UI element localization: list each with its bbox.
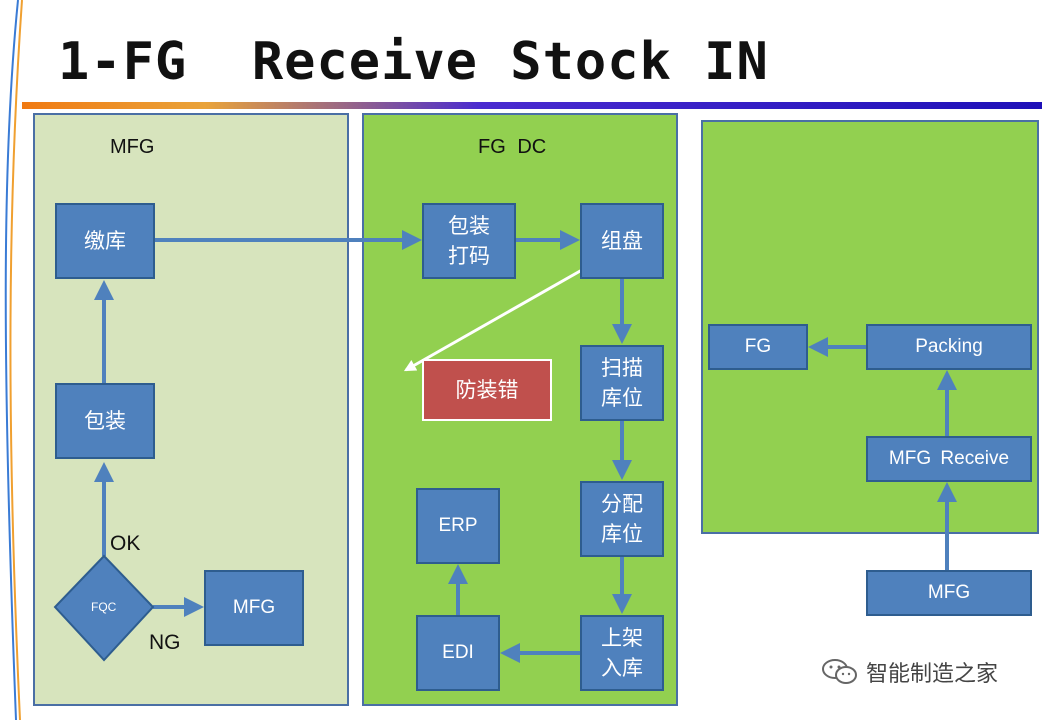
panel-mfg-label: MFG — [110, 136, 155, 158]
wechat-icon — [822, 659, 857, 684]
decorative-side-swoosh — [4, 0, 23, 720]
node-baozhuang: 包装 — [55, 383, 155, 459]
node-baozhuang-dama: 包装 打码 — [422, 203, 516, 279]
watermark-text: 智能制造之家 — [866, 662, 999, 687]
fqc-diamond — [53, 554, 155, 662]
panel-fgdc-label: FG DC — [478, 136, 547, 158]
node-shangjia-ruku: 上架 入库 — [580, 615, 664, 691]
node-jiaoku: 缴库 — [55, 203, 155, 279]
node-fangzhuangcuo: 防装错 — [422, 359, 552, 421]
condition-ng: NG — [149, 631, 181, 654]
arrow-zupan-to-fangzhuangcuo — [403, 260, 597, 372]
node-edi: EDI — [416, 615, 500, 691]
node-zupan: 组盘 — [580, 203, 664, 279]
watermark: 智能制造之家 — [820, 656, 998, 688]
node-right-mfg-receive: MFG Receive — [866, 436, 1032, 482]
node-right-mfg: MFG — [866, 570, 1032, 616]
node-fenpei-kuwei: 分配 库位 — [580, 481, 664, 557]
slide-title: 1-FG Receive Stock IN — [58, 32, 769, 92]
condition-ok: OK — [110, 532, 141, 555]
node-mfg-ng: MFG — [204, 570, 304, 646]
title-underline — [22, 102, 1042, 109]
node-right-fg: FG — [708, 324, 808, 370]
node-right-packing: Packing — [866, 324, 1032, 370]
node-saomiao-kuwei: 扫描 库位 — [580, 345, 664, 421]
node-erp: ERP — [416, 488, 500, 564]
node-fqc-label: FQC — [91, 600, 117, 614]
